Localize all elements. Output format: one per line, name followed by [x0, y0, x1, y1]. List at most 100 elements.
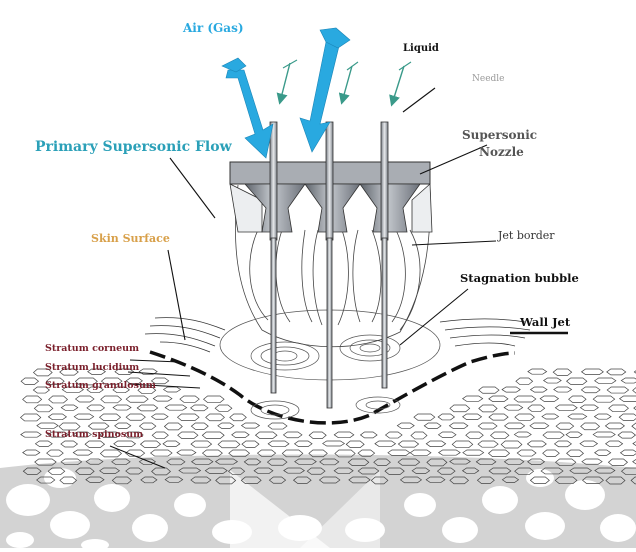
- skin-cell: [580, 368, 604, 375]
- skin-cell: [84, 440, 106, 448]
- skin-cell: [477, 440, 499, 448]
- skin-cell: [111, 458, 131, 465]
- skin-cell: [215, 476, 237, 485]
- skin-cell: [190, 404, 209, 412]
- skin-cell: [85, 458, 104, 465]
- skin-cell: [190, 440, 213, 448]
- skin-cell: [46, 449, 64, 457]
- skin-cell: [61, 386, 85, 393]
- skin-cell: [60, 458, 83, 466]
- skin-cell: [72, 431, 92, 438]
- skin-cell: [34, 458, 57, 466]
- skin-cell: [99, 413, 122, 421]
- skin-cell: [140, 476, 158, 484]
- skin-cell: [125, 413, 146, 421]
- air-gas-label: Air (Gas): [183, 21, 244, 35]
- skin-cell: [618, 395, 636, 402]
- skin-cell: [579, 404, 599, 411]
- skin-cell: [529, 422, 550, 429]
- bottom-band: [0, 454, 636, 551]
- skin-cell: [164, 404, 188, 411]
- skin-cell: [33, 404, 54, 413]
- skin-cell: [59, 368, 79, 376]
- skin-cell: [465, 431, 484, 439]
- skin-cell: [449, 404, 471, 413]
- skin-cell: [462, 413, 483, 420]
- skin-cell: [425, 440, 447, 447]
- skin-cell: [553, 386, 573, 393]
- skin-cell: [555, 458, 577, 466]
- skin-cell: [436, 467, 456, 475]
- skin-cell: [605, 476, 626, 485]
- skin-cell: [100, 377, 123, 385]
- skin-cell: [136, 404, 159, 412]
- skin-cell: [240, 476, 262, 485]
- skin-cell: [593, 413, 612, 420]
- skin-cell: [566, 377, 588, 385]
- skin-cell: [630, 476, 636, 485]
- skin-cell: [253, 467, 274, 474]
- skin-cell: [620, 467, 636, 475]
- skin-cell: [34, 440, 53, 447]
- skin-cell: [488, 467, 512, 475]
- skin-cell: [526, 440, 547, 448]
- skin-cell: [47, 431, 70, 438]
- skin-cell: [542, 449, 560, 457]
- skin-cell: [86, 404, 106, 412]
- skin-cell: [500, 440, 523, 449]
- skin-cell: [179, 395, 200, 403]
- stratum-granulosum-label: Stratum granulosum: [45, 380, 156, 391]
- skin-cell: [462, 449, 485, 456]
- jet-border-label: Jet border: [498, 229, 555, 242]
- stratum-spinosum-label: Stratum spinosum: [45, 429, 144, 440]
- skin-cell: [190, 422, 209, 430]
- skin-cell: [203, 395, 225, 403]
- skin-cell: [114, 422, 132, 429]
- skin-cell: [552, 368, 573, 376]
- skin-cell: [373, 458, 391, 466]
- skin-cell: [437, 413, 456, 421]
- liquid-label: Liquid: [403, 43, 439, 54]
- skin-cell: [22, 395, 43, 404]
- skin-cell: [384, 467, 405, 475]
- skin-cell: [631, 422, 636, 430]
- skin-cell: [333, 431, 355, 439]
- skin-cell: [357, 467, 380, 475]
- skin-cell: [112, 404, 132, 411]
- skin-cell: [72, 449, 94, 456]
- skin-cell: [100, 395, 123, 404]
- skin-cell: [620, 377, 636, 384]
- skin-cell: [413, 413, 436, 421]
- wall-jet-label: Wall Jet: [520, 315, 571, 329]
- skin-cell: [292, 476, 312, 484]
- skin-cell: [411, 467, 431, 474]
- skin-cell: [164, 476, 184, 483]
- skin-cell: [409, 449, 432, 456]
- skin-cell: [267, 440, 290, 448]
- skin-cell: [348, 476, 371, 484]
- skin-cell: [32, 386, 51, 394]
- skin-cell: [359, 431, 378, 439]
- skin-cell: [449, 458, 471, 465]
- skin-cell: [99, 431, 121, 438]
- skin-cell: [240, 422, 261, 429]
- skin-cell: [475, 458, 497, 466]
- skin-cell: [112, 386, 130, 394]
- skin-cell: [294, 458, 317, 465]
- skin-cell: [553, 440, 573, 448]
- skin-cell: [36, 422, 59, 429]
- skin-cell: [151, 467, 171, 476]
- skin-cell: [20, 431, 42, 438]
- skin-cell: [228, 449, 251, 457]
- skin-cell: [60, 404, 79, 411]
- skin-cell: [438, 449, 461, 456]
- skin-cell: [243, 458, 262, 466]
- skin-cell: [114, 368, 135, 375]
- skin-cell: [503, 458, 525, 465]
- skin-cell: [60, 440, 79, 448]
- skin-cell: [58, 422, 81, 431]
- skin-cell: [282, 431, 303, 439]
- skin-cell: [461, 467, 480, 474]
- skin-cell: [36, 476, 56, 484]
